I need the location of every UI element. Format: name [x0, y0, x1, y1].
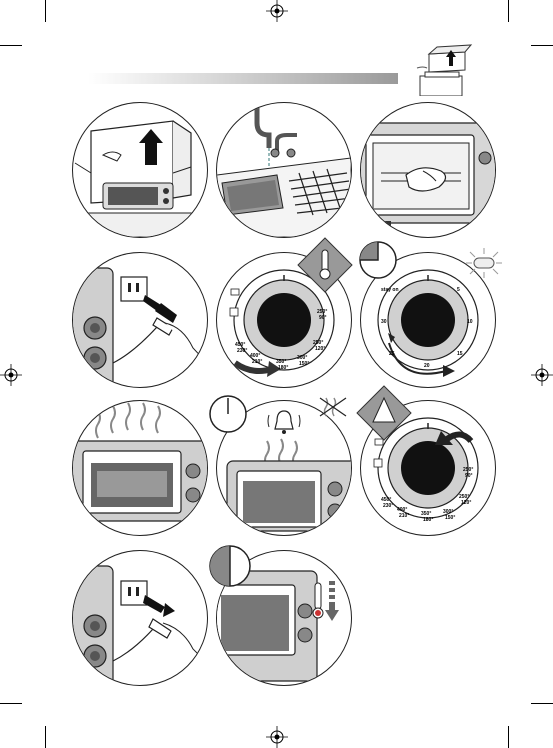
temp2-label-top-right-c: 90° — [465, 473, 473, 479]
temp2-label-left-f: 400° — [397, 507, 407, 513]
temp-label-left-c: 210° — [252, 359, 262, 365]
temp2-label-right-f: 250° — [459, 494, 469, 500]
temp-label-bottom-c: 180° — [278, 365, 288, 371]
temp2-label-bottom-c: 180° — [423, 517, 433, 523]
temp-label-top-right-c: 90° — [319, 315, 327, 321]
temp2-label-bottom-right-c: 150° — [445, 515, 455, 521]
off-triangle-badge-icon — [356, 385, 412, 441]
panel-unbox-oven — [72, 102, 208, 238]
timer-label-15: 15 — [457, 351, 463, 357]
temp2-label-far-left-f: 450° — [381, 497, 391, 503]
thermometer-badge-icon — [297, 237, 353, 293]
crop-mark-bl-v — [45, 726, 46, 748]
temp2-label-left-c: 210° — [399, 513, 409, 519]
panel-unplug — [72, 550, 208, 686]
registration-mark-left — [0, 364, 22, 386]
temp-label-right-c: 120° — [315, 346, 325, 352]
temp-label-top-right-f: 250° — [317, 309, 327, 315]
crop-mark-tl-v — [45, 0, 46, 22]
timer-label-30: 30 — [381, 319, 387, 325]
timer-label-10: 10 — [467, 319, 473, 325]
temp2-label-right-c: 120° — [461, 500, 471, 506]
crop-mark-br-v — [508, 726, 509, 748]
timer-label-25: 25 — [389, 351, 395, 357]
panel-cooking-bell — [216, 400, 352, 536]
panel-wipe-interior — [360, 102, 496, 238]
temp-label-far-left-f: 450° — [235, 342, 245, 348]
timer-label-20: 20 — [424, 363, 430, 369]
registration-mark-top — [266, 0, 288, 22]
temp2-label-far-left-c: 230° — [383, 503, 393, 509]
crop-mark-tr-h — [531, 45, 553, 46]
registration-mark-bottom — [266, 726, 288, 748]
temp2-label-top-right-f: 250° — [463, 467, 473, 473]
crop-mark-br-h — [531, 703, 553, 704]
crop-mark-tl-h — [0, 45, 22, 46]
panel-preheat-smoke — [72, 400, 208, 536]
temp-label-far-left-c: 230° — [237, 348, 247, 354]
no-smoke-icon — [319, 397, 347, 417]
timer-label-stay-on: stay on — [381, 287, 399, 293]
crop-mark-tr-v — [508, 0, 509, 22]
temp-label-bottom-f: 350° — [276, 359, 286, 365]
temp2-label-bottom-right-f: 300° — [443, 509, 453, 515]
clock-empty-icon — [209, 395, 247, 433]
temp-label-left-f: 400° — [250, 353, 260, 359]
indicator-light-icon — [466, 248, 502, 278]
panel-wash-accessories — [216, 102, 352, 238]
crop-mark-bl-h — [0, 703, 22, 704]
temp-label-bottom-right-c: 150° — [299, 361, 309, 367]
clock-quarter-icon — [359, 241, 397, 279]
registration-mark-right — [531, 364, 553, 386]
clock-half-icon — [209, 545, 251, 587]
timer-label-5: 5 — [457, 287, 460, 293]
temp-label-bottom-right-f: 300° — [297, 355, 307, 361]
temp-label-right-f: 250° — [313, 340, 323, 346]
unboxing-section-icon — [416, 44, 473, 96]
section-banner — [88, 73, 398, 84]
panel-turn-off: 250° 90° 250° 120° 300° 150° 350° 180° 4… — [360, 400, 496, 536]
panel-plug-in — [72, 252, 208, 388]
temp2-label-bottom-f: 350° — [421, 511, 431, 517]
